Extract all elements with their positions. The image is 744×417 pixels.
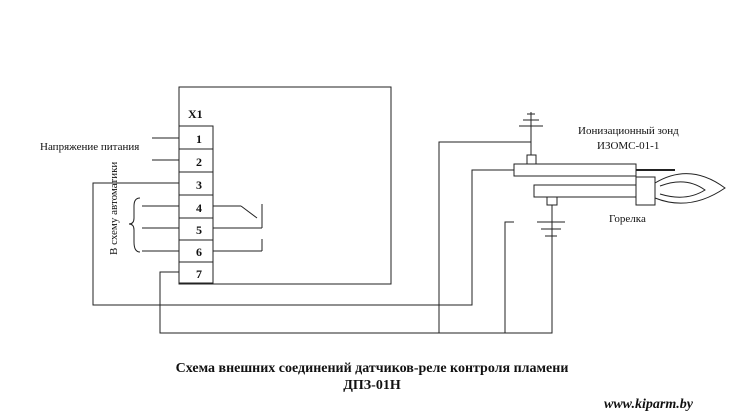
burner-connector xyxy=(546,196,558,206)
probe-model-label: ИЗОМС-01-1 xyxy=(597,140,659,152)
terminal-6-label: 6 xyxy=(196,245,202,259)
supply-voltage-label: Напряжение питания xyxy=(40,141,139,153)
wire-terminal-7 xyxy=(159,214,553,334)
wire-probe-ground xyxy=(438,141,531,333)
terminal-5-label: 5 xyxy=(196,223,202,237)
burner-tube xyxy=(533,184,637,198)
flame-outer xyxy=(654,173,726,204)
relay-contact-arm xyxy=(240,205,258,219)
terminal-7-label: 7 xyxy=(196,267,202,281)
ionization-probe xyxy=(513,163,637,177)
terminal-3-label: 3 xyxy=(196,178,202,192)
watermark: www.kiparm.by xyxy=(604,397,694,412)
terminal-1-label: 1 xyxy=(196,132,202,146)
caption-line-2: ДПЗ-01Н xyxy=(343,378,401,393)
terminal-4-label: 4 xyxy=(196,201,202,215)
automation-label: В схему автоматики xyxy=(108,162,120,255)
automation-brace xyxy=(128,197,141,253)
wire-burner-link xyxy=(504,221,514,333)
caption-line-1: Схема внешних соединений датчиков-реле к… xyxy=(176,361,569,376)
device-block xyxy=(178,86,392,285)
terminal-2-label: 2 xyxy=(196,155,202,169)
probe-title-label: Ионизационный зонд xyxy=(578,125,679,137)
block-id-label: X1 xyxy=(188,107,203,121)
burner-label: Горелка xyxy=(609,213,646,225)
probe-connector xyxy=(526,154,537,165)
burner-head xyxy=(635,176,656,206)
flame-inner xyxy=(659,181,706,198)
terminal-strip xyxy=(178,125,214,284)
wire-terminal-3 xyxy=(92,169,514,306)
